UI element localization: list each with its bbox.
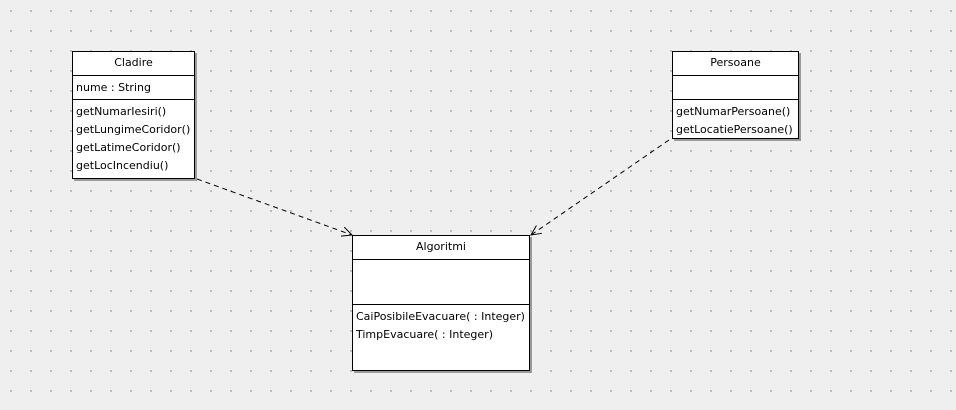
operations-compartment: CaiPosibileEvacuare( : Integer) TimpEvacu… (353, 305, 529, 347)
operation: getLatimeCoridor() (76, 141, 181, 154)
open-arrowhead (530, 225, 542, 236)
class-name: Algoritmi (353, 236, 529, 260)
class-name: Cladire (73, 52, 194, 76)
operation: TimpEvacuare( : Integer) (356, 328, 493, 341)
dependency-arrow-persoane-to-algoritmi[interactable] (530, 139, 670, 236)
operation: getNumarIesiri() (76, 105, 167, 118)
operation: getLocIncendiu() (76, 159, 169, 172)
operations-compartment: getNumarIesiri() getLungimeCoridor() getLa… (73, 100, 194, 178)
dependency-arrow-cladire-to-algoritmi[interactable] (196, 178, 354, 237)
class-box-cladire[interactable]: Cladire nume : String getNumarIesiri() getL… (72, 51, 195, 179)
dependency-line (530, 139, 670, 236)
attributes-compartment: nume : String (73, 76, 194, 100)
class-box-persoane[interactable]: Persoane getNumarPersoane() getLocatiePers… (672, 51, 799, 139)
attributes-compartment (353, 260, 529, 305)
operation: getLungimeCoridor() (76, 123, 191, 136)
attributes-compartment (673, 76, 798, 100)
operation: getLocatiePersoane() (676, 123, 793, 136)
attribute: nume : String (76, 81, 151, 94)
operation: CaiPosibileEvacuare( : Integer) (356, 310, 525, 323)
class-name: Persoane (673, 52, 798, 76)
operation: getNumarPersoane() (676, 105, 791, 118)
dependency-line (196, 178, 353, 236)
operations-compartment: getNumarPersoane() getLocatiePersoane() (673, 100, 798, 142)
